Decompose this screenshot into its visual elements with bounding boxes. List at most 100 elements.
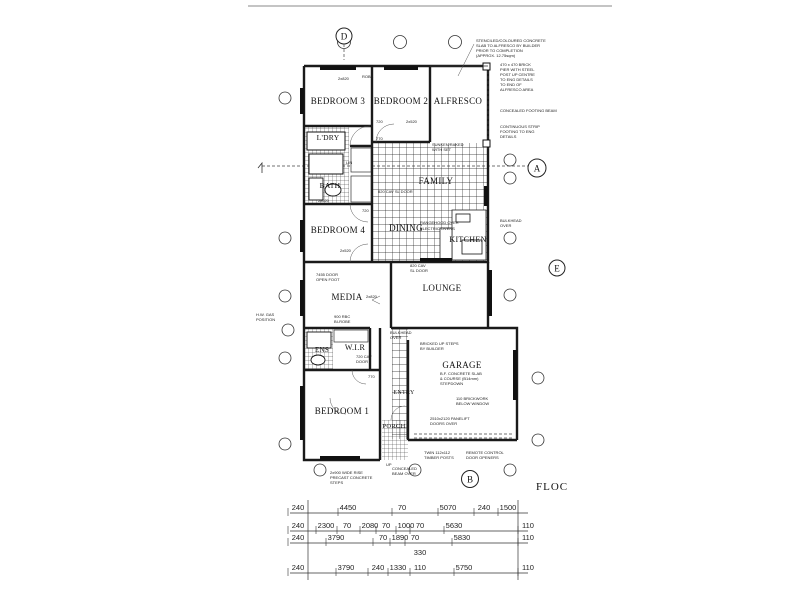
svg-text:2510x2120 PANELIFT: 2510x2120 PANELIFT bbox=[430, 416, 470, 421]
svg-text:LIN: LIN bbox=[346, 160, 352, 165]
svg-text:D: D bbox=[341, 32, 348, 42]
room-family: FAMILY bbox=[419, 176, 454, 186]
svg-text:2x820: 2x820 bbox=[338, 76, 350, 81]
bath-fixtures bbox=[306, 131, 372, 203]
entry-hall-tiles bbox=[392, 329, 408, 439]
svg-text:770: 770 bbox=[368, 374, 375, 379]
svg-text:(APPROX. 12.75sqm): (APPROX. 12.75sqm) bbox=[476, 53, 516, 58]
svg-text:OPEN FOOT: OPEN FOOT bbox=[316, 277, 340, 282]
dimension-value: 1000 bbox=[398, 521, 415, 530]
dimension-value: 3790 bbox=[338, 563, 355, 572]
svg-text:BELOW WINDOW: BELOW WINDOW bbox=[456, 401, 489, 406]
svg-text:2x520: 2x520 bbox=[406, 119, 418, 124]
svg-text:SLAB TO ALFRESCO BY BUILDER: SLAB TO ALFRESCO BY BUILDER bbox=[476, 43, 540, 48]
section-marker-e: E bbox=[548, 259, 566, 277]
svg-text:REMOTE CONTROL: REMOTE CONTROL bbox=[466, 450, 505, 455]
dimension-value: 240 bbox=[478, 503, 491, 512]
svg-text:PIER WITH STEEL: PIER WITH STEEL bbox=[500, 67, 535, 72]
ensuite-fixtures bbox=[306, 329, 369, 366]
svg-text:820 CAV SL DOOR: 820 CAV SL DOOR bbox=[378, 189, 413, 194]
room-kitchen: KITCHEN bbox=[449, 235, 486, 244]
svg-text:STEPS: STEPS bbox=[330, 480, 343, 485]
dimension-value: 70 bbox=[382, 521, 390, 530]
svg-text:CONCEALED: CONCEALED bbox=[392, 466, 417, 471]
section-marker-b: B bbox=[461, 470, 479, 488]
svg-text:DOOR: DOOR bbox=[356, 359, 368, 364]
svg-text:2x900 WIDE RISE: 2x900 WIDE RISE bbox=[330, 470, 363, 475]
svg-text:ELECTRIC OVENS: ELECTRIC OVENS bbox=[420, 226, 455, 231]
dimension-value: 70 bbox=[343, 521, 351, 530]
dimension-value: 1500 bbox=[500, 503, 517, 512]
svg-text:770: 770 bbox=[376, 136, 383, 141]
svg-text:B.F. CONCRETE SLAB: B.F. CONCRETE SLAB bbox=[440, 371, 482, 376]
room-entry: ENTRY bbox=[393, 390, 415, 396]
svg-text:BULKHEAD: BULKHEAD bbox=[390, 330, 412, 335]
svg-text:720: 720 bbox=[362, 208, 369, 213]
svg-text:720 CAV: 720 CAV bbox=[356, 354, 372, 359]
dimension-value: 110 bbox=[522, 563, 534, 572]
svg-text:2x620: 2x620 bbox=[318, 198, 330, 203]
svg-text:2x820: 2x820 bbox=[366, 294, 378, 299]
svg-text:TO ENG DETAILS: TO ENG DETAILS bbox=[500, 77, 533, 82]
room-garage: GARAGE bbox=[442, 360, 482, 370]
dimension-value: 70 bbox=[416, 521, 424, 530]
svg-text:110 BRICKWORK: 110 BRICKWORK bbox=[456, 396, 488, 401]
svg-text:TO END OF: TO END OF bbox=[500, 82, 522, 87]
svg-text:SL DOOR: SL DOOR bbox=[410, 268, 428, 273]
room-labels: BEDROOM 3 BEDROOM 2 ALFRESCO L'DRY BATH … bbox=[311, 96, 487, 430]
svg-text:CONTINUOUS STRIP: CONTINUOUS STRIP bbox=[500, 124, 540, 129]
svg-text:STEPDOWN: STEPDOWN bbox=[440, 381, 463, 386]
svg-text:TIMBER POSTS: TIMBER POSTS bbox=[424, 455, 454, 460]
svg-text:BEAM OVER: BEAM OVER bbox=[392, 471, 416, 476]
dimension-value: 70 bbox=[411, 533, 419, 542]
svg-text:H.W. GAS: H.W. GAS bbox=[256, 312, 275, 317]
dimension-value: 110 bbox=[414, 563, 426, 572]
room-porch: PORCH bbox=[382, 423, 405, 430]
svg-text:POSITION: POSITION bbox=[256, 317, 275, 322]
svg-text:900 RBC: 900 RBC bbox=[334, 314, 350, 319]
dimension-value: 240 bbox=[292, 503, 305, 512]
dimension-value: 240 bbox=[292, 563, 305, 572]
porch-tiles bbox=[382, 420, 408, 460]
room-bedroom1: BEDROOM 1 bbox=[315, 406, 369, 416]
room-bedroom2: BEDROOM 2 bbox=[374, 96, 428, 106]
svg-text:CONCEALED FOOTING BEAM: CONCEALED FOOTING BEAM bbox=[500, 108, 557, 113]
dimension-value: 70 bbox=[379, 533, 387, 542]
room-dining: DINING bbox=[389, 223, 423, 233]
dimension-value: 240 bbox=[292, 533, 305, 542]
room-ens: ENS bbox=[315, 346, 329, 354]
dimension-value: 5830 bbox=[454, 533, 471, 542]
dimension-value: 5070 bbox=[440, 503, 457, 512]
dimension-value: 2300 bbox=[318, 521, 335, 530]
svg-text:POST UP CENTRE: POST UP CENTRE bbox=[500, 72, 535, 77]
annotations: STENCILED/COLOURED CONCRETE SLAB TO ALFR… bbox=[256, 38, 557, 485]
dimension-value: 240 bbox=[372, 563, 385, 572]
svg-text:DETAILS: DETAILS bbox=[500, 134, 517, 139]
interior-walls bbox=[304, 66, 432, 420]
svg-text:PRIOR TO COMPLETION: PRIOR TO COMPLETION bbox=[476, 48, 523, 53]
svg-text:820 CAV: 820 CAV bbox=[410, 263, 426, 268]
dimension-value: 70 bbox=[398, 503, 406, 512]
dimension-value: 110 bbox=[522, 533, 534, 542]
svg-text:DOOR OPENERS: DOOR OPENERS bbox=[466, 455, 499, 460]
top-grid-markers bbox=[278, 35, 545, 477]
windows bbox=[300, 66, 517, 460]
dimension-value: 4450 bbox=[340, 503, 357, 512]
room-wir: W.I.R bbox=[345, 343, 366, 352]
room-bath: BATH bbox=[320, 181, 341, 190]
room-ldry: L'DRY bbox=[317, 133, 340, 142]
room-media: MEDIA bbox=[332, 292, 363, 302]
dimension-value: 3790 bbox=[328, 533, 345, 542]
svg-text:B: B bbox=[467, 475, 473, 485]
svg-text:BRICKED UP STEPS: BRICKED UP STEPS bbox=[420, 341, 459, 346]
section-marker-d: D bbox=[335, 27, 353, 60]
dimension-value: 1890 bbox=[392, 533, 409, 542]
svg-text:BULKHEAD: BULKHEAD bbox=[500, 218, 522, 223]
svg-text:SUNKEN/RAKED: SUNKEN/RAKED bbox=[432, 142, 464, 147]
dimension-value: 1330 bbox=[390, 563, 407, 572]
svg-text:RANGEHOOD OVER: RANGEHOOD OVER bbox=[420, 220, 459, 225]
svg-text:& COURSE (B14mm): & COURSE (B14mm) bbox=[440, 376, 479, 381]
dimension-value: 5750 bbox=[456, 563, 473, 572]
